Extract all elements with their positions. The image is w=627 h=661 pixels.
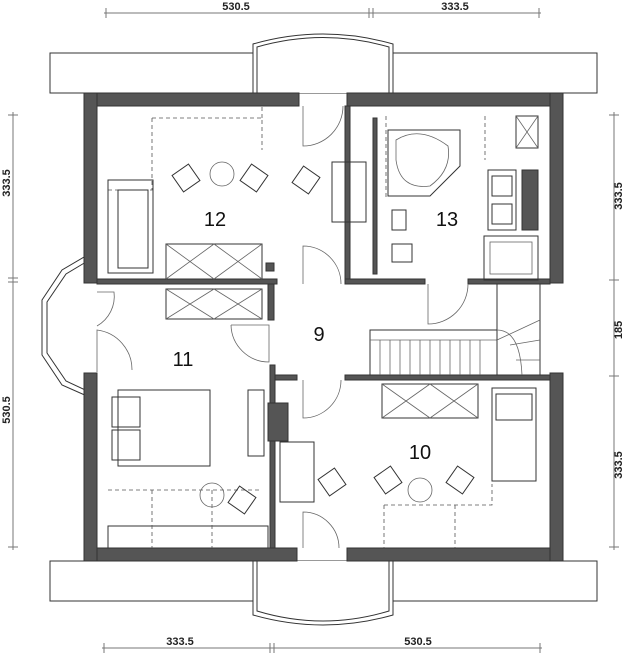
dim-left-2: 530.5 [1, 396, 13, 424]
dimension-left: 333.5 530.5 [1, 112, 18, 550]
doors [96, 105, 469, 549]
room-label-9: 9 [313, 324, 324, 346]
dim-bottom-1: 333.5 [166, 636, 194, 648]
interior-walls [96, 105, 551, 549]
staircase [369, 284, 541, 376]
room-label-13: 13 [436, 209, 458, 231]
room-label-12: 12 [204, 209, 226, 231]
dim-right-1: 333.5 [613, 182, 625, 210]
dim-right-3: 333.5 [613, 451, 625, 479]
dimension-top: 530.5 333.5 [104, 1, 541, 18]
dimension-bottom: 333.5 530.5 [102, 636, 542, 653]
roof-outline [41, 33, 598, 626]
furniture-room-12 [107, 106, 367, 280]
room-labels: 12 13 9 11 10 [173, 209, 459, 464]
dim-top-2: 333.5 [441, 1, 469, 13]
dimension-right: 333.5 185 333.5 [609, 112, 625, 550]
furniture-room-11 [107, 288, 269, 549]
room-label-11: 11 [173, 349, 194, 371]
exterior-walls [83, 92, 564, 562]
furniture-room-10 [279, 383, 537, 548]
dim-right-2: 185 [613, 321, 625, 339]
dim-top-1: 530.5 [222, 1, 250, 13]
dim-bottom-2: 530.5 [404, 636, 432, 648]
room-label-10: 10 [409, 442, 431, 464]
dim-left-1: 333.5 [1, 169, 13, 197]
furniture-room-13 [385, 115, 539, 281]
